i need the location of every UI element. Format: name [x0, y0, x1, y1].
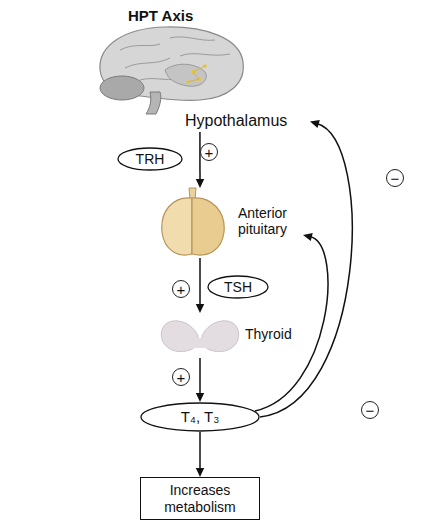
node-text-wrap: TRH — [117, 147, 183, 171]
hormone-ellipse: TSH — [207, 275, 269, 299]
node-label: Increases metabolism — [141, 482, 259, 514]
sign-circle: + — [172, 368, 190, 386]
node-label: Thyroid — [245, 326, 305, 342]
connector-arrow — [196, 258, 204, 313]
edge-sign: + — [177, 282, 186, 297]
gland-node: Thyroid — [158, 313, 298, 358]
node-label: T₄, T₃ — [181, 408, 220, 425]
edge-sign: − — [366, 403, 375, 418]
edge-sign: + — [177, 370, 186, 385]
node-label: Anterior pituitary — [238, 205, 300, 237]
edge-sign: + — [205, 145, 214, 160]
sign-circle: + — [172, 280, 190, 298]
connector-arrow — [196, 432, 204, 477]
connector-arrow — [260, 120, 352, 417]
ellipse-shape — [141, 403, 259, 431]
connector-line — [199, 432, 201, 470]
connector-line — [255, 237, 328, 411]
node-text-wrap: T₄, T₃ — [140, 402, 260, 432]
sign-circle: − — [361, 401, 379, 419]
thyroid-illustration — [161, 321, 238, 352]
node-label: TRH — [136, 151, 165, 167]
connector-arrow — [196, 358, 204, 402]
ellipse-shape — [208, 276, 268, 298]
gland-node: Anterior pituitary — [158, 188, 303, 258]
ellipse-shape — [118, 148, 182, 170]
pituitary-illustration — [162, 188, 224, 255]
node-text-wrap: TSH — [207, 275, 269, 299]
brain-illustration — [100, 27, 243, 114]
connector-line — [260, 124, 352, 417]
node-label: TSH — [224, 279, 252, 295]
brain-node: Hypothalamus — [95, 28, 310, 132]
connector-arrow — [255, 233, 328, 411]
connector-line — [199, 258, 201, 306]
sign-circle: + — [200, 143, 218, 161]
hormone-ellipse: TRH — [117, 147, 183, 171]
connector-arrow — [196, 132, 204, 188]
edge-sign: − — [391, 171, 400, 186]
node-label: Hypothalamus — [185, 112, 310, 130]
sign-circle: − — [386, 169, 404, 187]
outcome-box: Increases metabolism — [140, 477, 260, 520]
node-text-wrap: Increases metabolism — [141, 478, 259, 519]
hormone-ellipse: T₄, T₃ — [140, 402, 260, 432]
connector-line — [199, 358, 201, 395]
diagram-title: HPT Axis — [128, 7, 248, 24]
